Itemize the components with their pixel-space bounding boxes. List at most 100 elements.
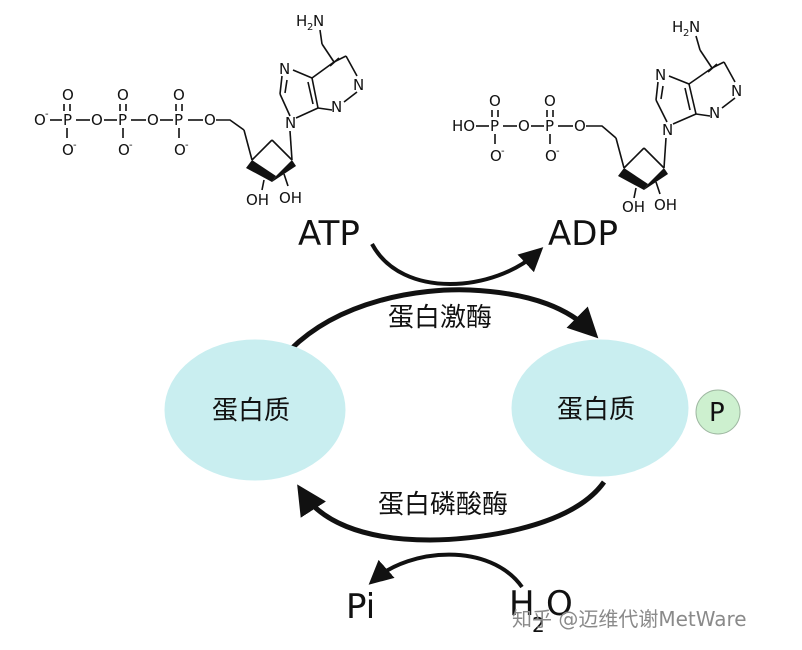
adp-ribose-wedge (644, 168, 668, 190)
adp-o-top1: O (489, 92, 501, 110)
adp-bond (655, 99, 668, 123)
atp-amine-h: H (296, 12, 307, 30)
pi-label: Pi (346, 587, 375, 627)
atp-label: ATP (298, 214, 360, 254)
protein-left-label: 蛋白质 (212, 396, 290, 426)
atp-bond (311, 77, 319, 109)
adp-bond (660, 85, 664, 100)
atp-n1: N (353, 76, 364, 94)
adp-o-ester: O (574, 117, 586, 135)
adp-bond (668, 75, 690, 85)
atp-amine-2: 2 (307, 22, 313, 33)
adp-o-bot1: O (490, 147, 502, 165)
atp-bond (283, 173, 289, 187)
atp-bond (295, 107, 319, 119)
atp-bond (317, 107, 333, 111)
adp-bond (723, 61, 736, 83)
watermark: 知乎 @迈维代谢MetWare (512, 607, 747, 631)
phosphatase-label: 蛋白磷酸酶 (378, 490, 508, 520)
atp-o-bridge1: O (91, 111, 103, 129)
atp-bond (284, 79, 288, 94)
atp-bond (251, 139, 273, 161)
atp-bond (319, 29, 323, 45)
atp-bond (321, 43, 335, 63)
adp-structure: HO P O O - O P O O - O OH OH N (452, 18, 742, 216)
atp-bond (279, 75, 283, 95)
atp-ribose-wedge (272, 160, 296, 182)
phosphate-label: P (709, 398, 725, 428)
adp-ribose-wedge (618, 168, 648, 190)
adp-bond (721, 97, 736, 109)
adp-bond (655, 81, 659, 101)
water-h: H (509, 584, 535, 624)
atp-o-bot3-minus: - (185, 140, 189, 151)
atp-amine-n: N (313, 12, 324, 30)
atp-bond (261, 179, 265, 191)
atp-bond (345, 55, 358, 77)
water-subscript: 2 (532, 613, 545, 637)
atp-structure: O - P O O - O P O O - O P O O - O (34, 12, 364, 209)
adp-bond (623, 147, 645, 169)
atp-n3: N (331, 98, 342, 116)
adp-ho: HO (452, 117, 475, 135)
atp-oh2: OH (279, 189, 302, 207)
atp-bond (292, 69, 313, 79)
atp-bond (307, 81, 314, 105)
adp-bond (633, 187, 637, 199)
adp-n3: N (709, 104, 720, 122)
atp-o-bot1: O (62, 141, 74, 159)
adp-bond (688, 83, 697, 115)
adp-oh2: OH (654, 196, 677, 214)
atp-o-top2: O (117, 86, 129, 104)
adp-bond (707, 63, 718, 73)
atp-o1-minus: - (45, 109, 49, 120)
adp-bond (672, 113, 697, 125)
adp-n9: N (662, 121, 673, 139)
adp-bond (695, 35, 701, 51)
atp-p3: P (174, 111, 183, 129)
water-to-pi-arrow (368, 552, 524, 589)
atp-bond (243, 129, 253, 161)
atp-o-top3: O (173, 86, 185, 104)
adp-o-bridge1: O (518, 117, 530, 135)
adp-o-bot1-minus: - (501, 146, 505, 157)
adp-n7: N (655, 66, 666, 84)
adp-amine-h: H (672, 18, 683, 36)
atp-bond (279, 93, 291, 117)
adp-o-bot2: O (545, 147, 557, 165)
atp-o-bot2-minus: - (129, 140, 133, 151)
kinase-arrow (288, 287, 599, 352)
atp-bond (289, 130, 293, 161)
atp-o-bot3: O (174, 141, 186, 159)
atp-bond (329, 57, 340, 67)
adp-bond (688, 67, 713, 85)
atp-ribose-wedge (246, 160, 276, 182)
kinase-label: 蛋白激酶 (388, 303, 492, 333)
atp-n7: N (279, 60, 290, 78)
atp-o1: O (34, 111, 46, 129)
adp-p1: P (490, 117, 499, 135)
protein-left-ellipse (164, 339, 346, 481)
adp-bond (655, 181, 661, 195)
atp-o-top1: O (62, 86, 74, 104)
adp-oh1: OH (622, 198, 645, 216)
atp-p1: P (63, 111, 72, 129)
adp-bond (695, 113, 711, 117)
atp-bond (271, 139, 293, 161)
atp-o-bot1-minus: - (73, 140, 77, 151)
phosphatase-arrow (297, 480, 607, 543)
water-o: O (546, 584, 573, 624)
atp-o-bridge2: O (147, 111, 159, 129)
adp-label: ADP (548, 214, 618, 254)
atp-bond (216, 119, 245, 131)
adp-bond (663, 137, 667, 169)
atp-bond (343, 91, 358, 103)
atp-oh1: OH (246, 191, 269, 209)
atp-n9: N (285, 114, 296, 132)
adp-o-bot2-minus: - (556, 146, 560, 157)
adp-amine-2: 2 (683, 28, 689, 39)
adp-o-top2: O (544, 92, 556, 110)
protein-right-label: 蛋白质 (557, 395, 635, 425)
adp-bond (684, 87, 691, 111)
